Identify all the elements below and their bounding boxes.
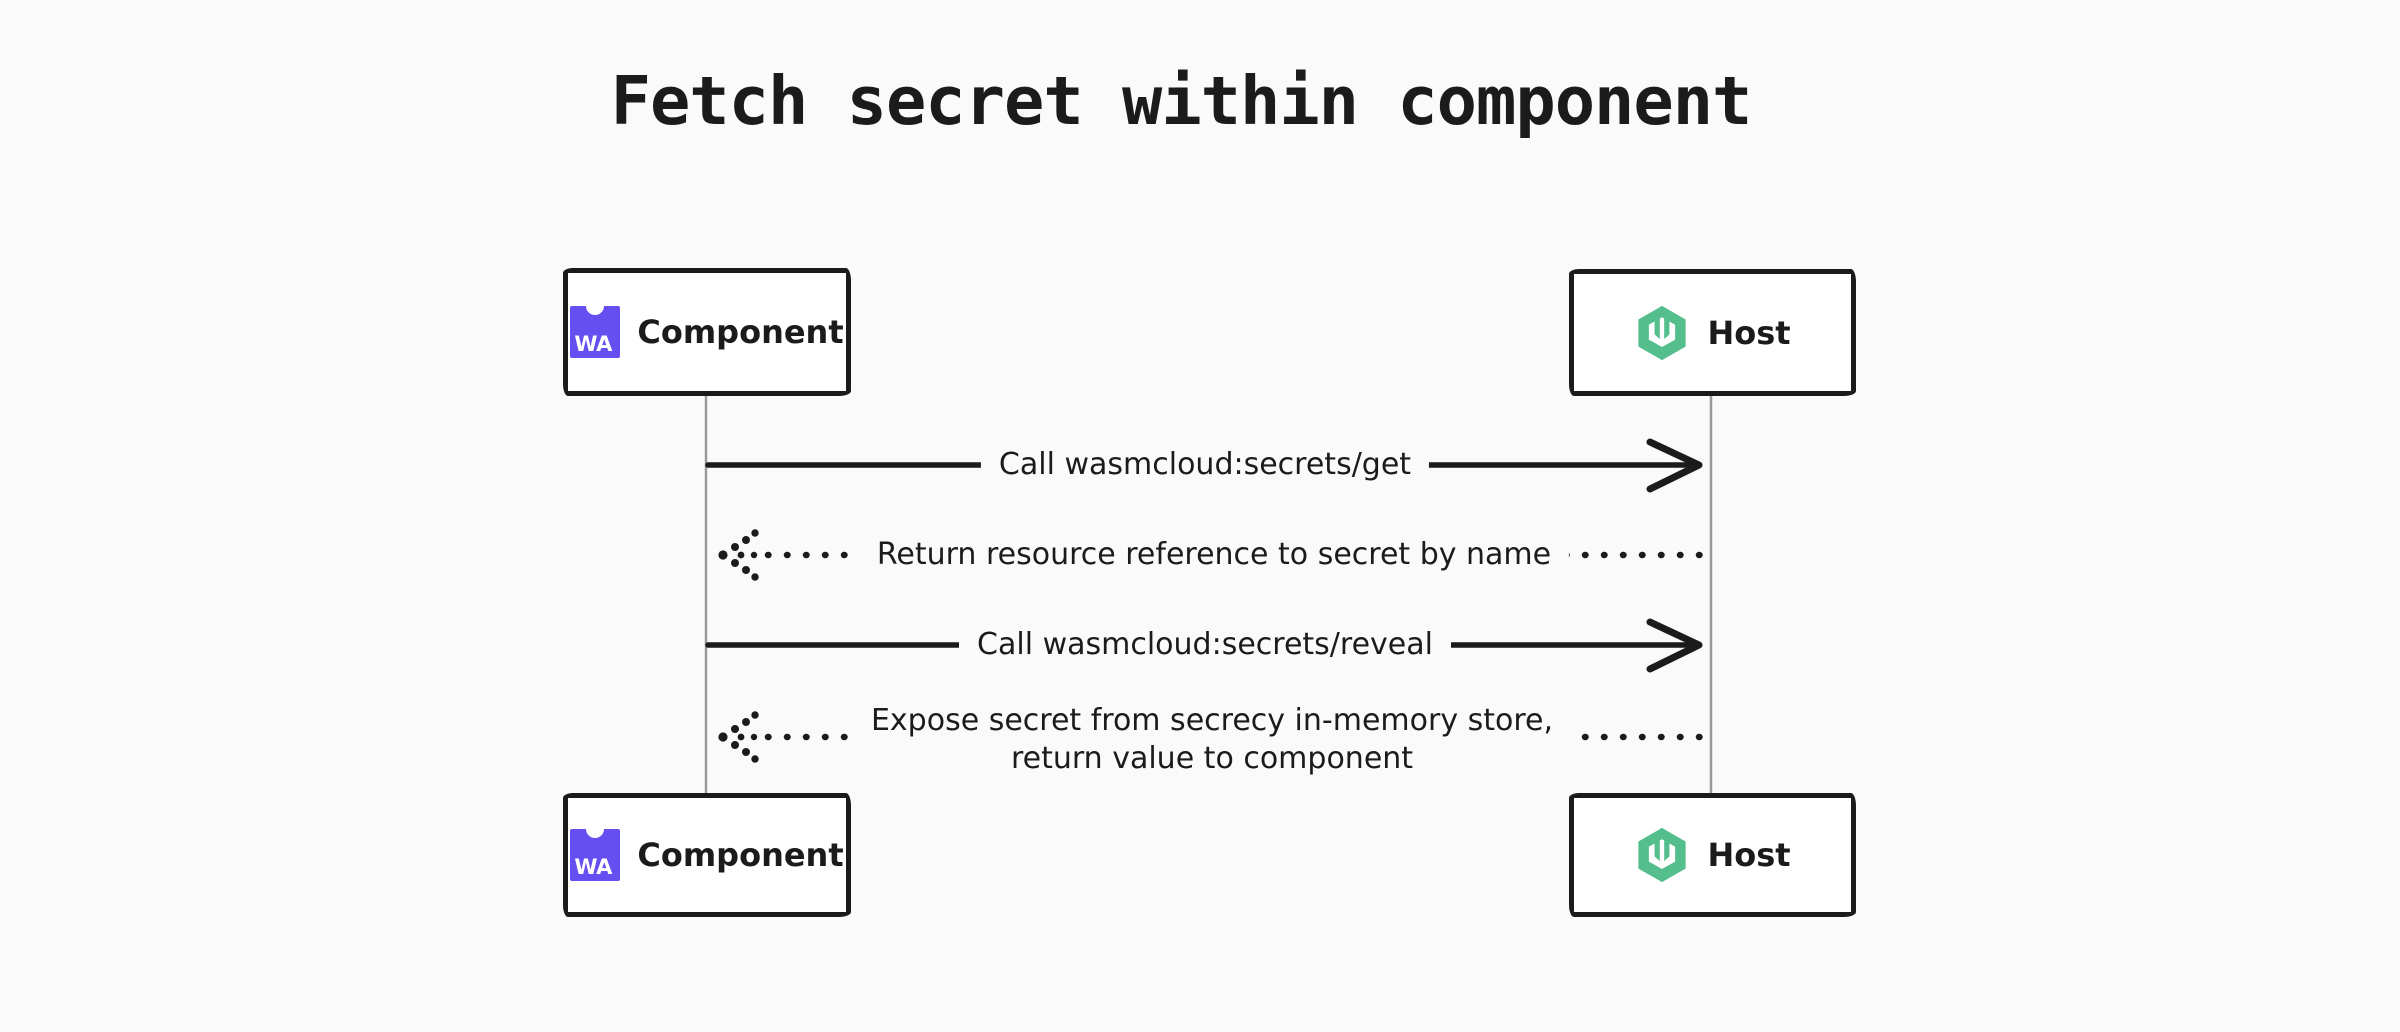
lifelines — [704, 396, 1713, 795]
message-label-4-line2: return value to component — [1010, 741, 1414, 776]
wasmcloud-icon — [1638, 305, 1687, 360]
webassembly-icon-notch — [586, 820, 605, 838]
actor-box-host-top: Host — [1569, 269, 1856, 396]
wasmcloud-icon — [1638, 827, 1687, 883]
message-label-3: Call wasmcloud:secrets/reveal — [959, 624, 1451, 666]
wasmcloud-prong-right — [1664, 836, 1670, 862]
message-label-1: Call wasmcloud:secrets/get — [980, 444, 1430, 486]
host-label-bottom: Host — [1707, 836, 1791, 874]
wasmcloud-prong-right — [1664, 314, 1670, 339]
message-1-arrowhead — [1646, 438, 1703, 493]
actor-box-component-top: WA Component — [563, 268, 851, 396]
message-2-arrowhead — [718, 529, 759, 581]
webassembly-icon: WA — [570, 297, 621, 358]
wasmcloud-prong-left — [1655, 836, 1661, 862]
message-4-arrowhead — [718, 711, 759, 763]
message-label-2: Return resource reference to secret by n… — [858, 534, 1570, 576]
webassembly-icon-text: WA — [574, 855, 612, 879]
webassembly-icon: WA — [570, 820, 621, 881]
host-label-top: Host — [1707, 313, 1791, 352]
actor-box-component-bottom: WA Component — [563, 793, 851, 917]
webassembly-icon-notch — [586, 297, 605, 315]
dotted-arrowheads — [718, 529, 759, 763]
message-3-arrowhead — [1646, 618, 1703, 673]
message-label-4-line1: Expose secret from secrecy in-memory sto… — [870, 703, 1554, 738]
wasmcloud-prong-left — [1655, 314, 1661, 339]
message-label-4: Expose secret from secrecy in-memory sto… — [852, 700, 1572, 780]
component-label-bottom: Component — [637, 836, 844, 874]
diagram-title: Fetch secret within component — [610, 62, 1753, 140]
actor-box-host-bottom: Host — [1569, 793, 1856, 917]
component-label-top: Component — [637, 313, 844, 351]
webassembly-icon-text: WA — [574, 332, 612, 356]
